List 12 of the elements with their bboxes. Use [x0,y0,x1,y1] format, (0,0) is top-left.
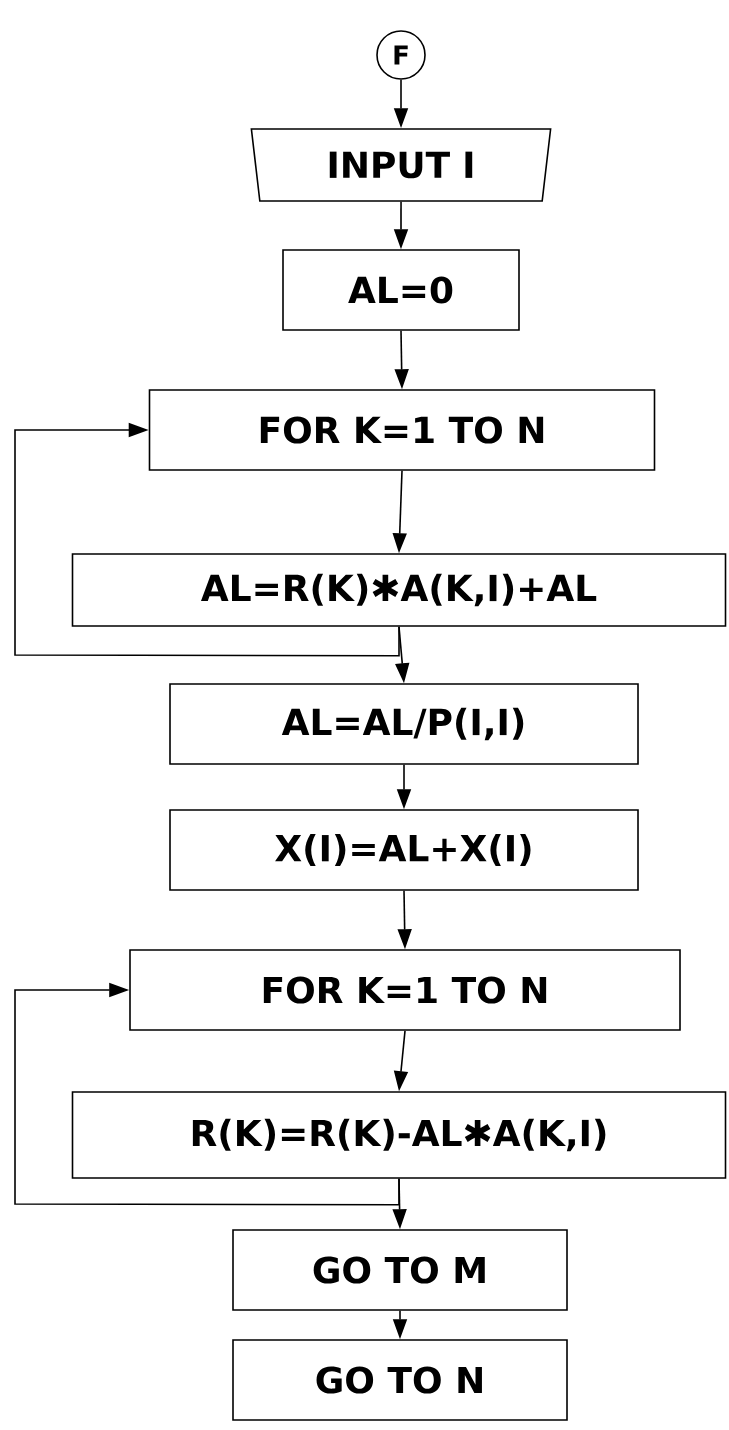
process-box: AL=AL/P(I,I) [169,683,639,765]
process-box: FOR K=1 TO N [129,949,681,1031]
arrow [14,422,400,657]
process-box: X(I)=AL+X(I) [169,809,639,891]
input-trapezoid: INPUT I [250,128,552,202]
process-box: FOR K=1 TO N [148,389,656,471]
process-box: R(K)=R(K)-AL✱A(K,I) [71,1091,727,1179]
process-box: AL=R(K)✱A(K,I)+AL [71,553,727,627]
process-box: GO TO M [232,1229,568,1311]
arrow [14,982,400,1206]
process-box: GO TO N [232,1339,568,1421]
process-box: AL=0 [282,249,520,331]
